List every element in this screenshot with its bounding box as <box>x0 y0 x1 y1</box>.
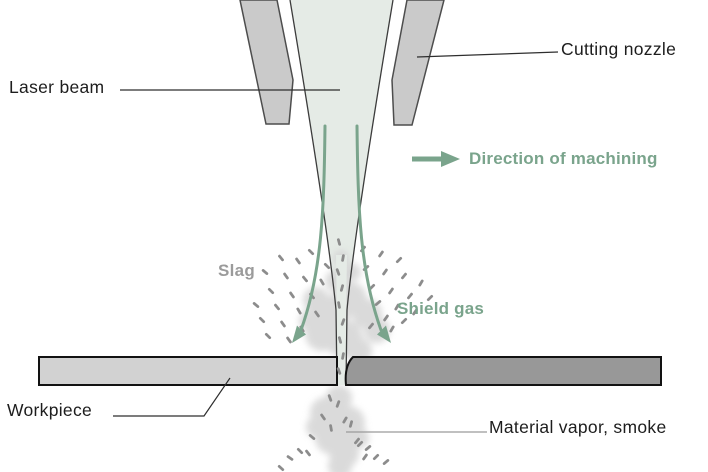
slag-particle <box>308 434 316 440</box>
slag-particle <box>252 302 260 308</box>
slag-particle <box>368 322 374 330</box>
slag-particle <box>335 400 341 408</box>
slag-particle <box>289 291 295 299</box>
slag-particle <box>296 307 302 315</box>
slag-particle <box>323 262 331 270</box>
slag-particle <box>341 254 345 262</box>
laser-beam-edge-right <box>345 0 394 386</box>
slag-particle <box>340 318 346 326</box>
slag-particle <box>407 292 413 300</box>
slag-particle <box>336 367 342 375</box>
slag-particle <box>348 420 354 428</box>
laser-beam-cone <box>290 0 393 385</box>
leader-line-cutting-nozzle <box>416 51 559 58</box>
leader-line-workpiece <box>113 377 231 417</box>
slag-particle <box>374 300 382 306</box>
slag-particle <box>362 453 368 461</box>
slag-particle <box>354 437 360 445</box>
shield-gas-line-right <box>355 124 383 332</box>
slag-particle <box>320 413 326 421</box>
slag-particle <box>283 272 289 280</box>
slag-particle <box>426 294 434 302</box>
shield-gas-flow <box>299 124 383 332</box>
laser-beam-edge-left <box>289 0 338 386</box>
slag-particle <box>329 424 333 432</box>
slag-particle <box>382 459 390 465</box>
slag-particle <box>339 284 345 292</box>
label-direction-of-machining: Direction of machining <box>469 149 658 168</box>
slag-particle <box>395 256 403 264</box>
slag-particle <box>307 248 315 256</box>
slag-particle <box>378 250 384 258</box>
smoke-cloud-lower <box>306 385 369 472</box>
shield-gas-line-left <box>299 124 327 332</box>
cutting-nozzle-left <box>239 0 294 125</box>
label-slag: Slag <box>218 261 256 280</box>
slag-particle <box>277 464 285 472</box>
slag-particle <box>383 314 389 322</box>
label-workpiece: Workpiece <box>7 400 93 420</box>
slag-particle <box>337 336 343 344</box>
label-laser-beam: Laser beam <box>9 77 105 97</box>
slag-particle <box>394 303 400 311</box>
slag-particle <box>280 320 286 328</box>
slag-particle <box>382 268 388 276</box>
slag-particle <box>296 447 304 455</box>
slag-particle <box>335 268 341 276</box>
shield-gas-arrowhead-left-icon <box>292 325 306 343</box>
slag-particles <box>252 238 434 472</box>
slag-particle <box>327 394 333 402</box>
slag-particle <box>314 310 320 318</box>
slag-particle <box>341 352 345 360</box>
slag-particle <box>389 325 395 333</box>
slag-particle <box>356 440 364 448</box>
workpiece-left-slab <box>38 356 338 386</box>
slag-particle <box>274 303 280 311</box>
slag-particle <box>264 332 272 340</box>
slag-particle <box>388 287 394 295</box>
slag-particle <box>286 455 294 461</box>
slag-particle <box>278 254 284 262</box>
slag-particle <box>286 336 292 344</box>
slag-particle <box>336 238 342 246</box>
slag-particle <box>337 301 341 309</box>
slag-particle <box>305 449 311 457</box>
shield-gas-arrowhead-right-icon <box>377 325 391 343</box>
label-shield-gas: Shield gas <box>397 299 485 318</box>
slag-particle <box>400 317 408 325</box>
laser-beam-focus-column <box>336 255 347 385</box>
slag-particle <box>342 416 348 424</box>
slag-particle <box>319 278 325 286</box>
direction-arrow-icon <box>412 151 460 167</box>
slag-particle <box>302 275 308 283</box>
slag-particle <box>364 445 372 451</box>
slag-particle <box>258 316 266 324</box>
workpiece-right-slab <box>344 356 662 386</box>
slag-particle <box>372 453 380 461</box>
slag-particle <box>267 287 275 295</box>
slag-particle <box>418 279 424 287</box>
label-material-vapor: Material vapor, smoke <box>489 417 667 437</box>
slag-particle <box>295 257 301 265</box>
slag-particle <box>261 269 269 275</box>
slag-particle <box>401 272 407 280</box>
label-cutting-nozzle: Cutting nozzle <box>561 39 677 59</box>
cutting-nozzle-right <box>391 0 445 126</box>
slag-particle <box>412 308 418 316</box>
